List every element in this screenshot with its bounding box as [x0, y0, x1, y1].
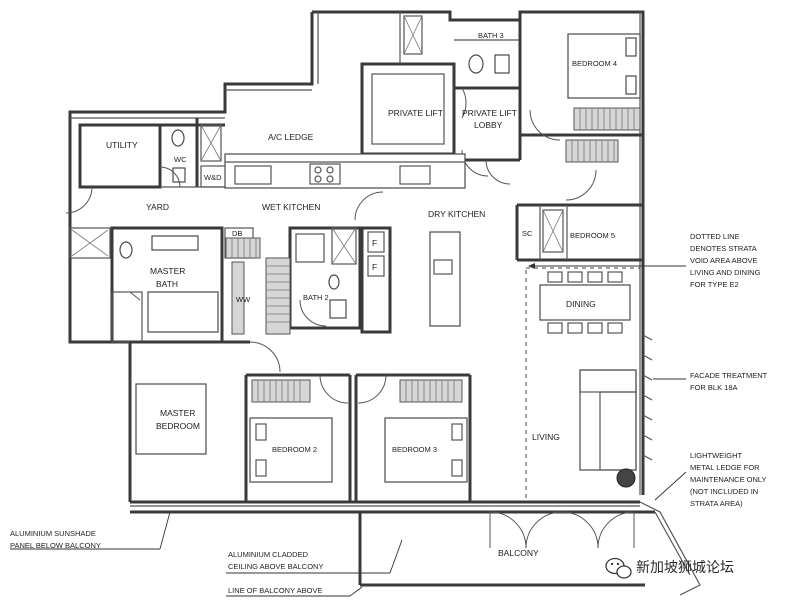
label-private-lift-lobby-1: PRIVATE LIFT [462, 108, 517, 118]
label-master-bath-1: MASTER [150, 266, 185, 276]
label-living: LIVING [532, 432, 560, 442]
label-private-lift: PRIVATE LIFT [388, 108, 443, 118]
label-yard: YARD [146, 202, 169, 212]
label-utility: UTILITY [106, 140, 138, 150]
label-bath3: BATH 3 [478, 31, 504, 40]
label-f1: F [372, 238, 377, 248]
master-bath-area [69, 226, 224, 344]
master-bedroom-area [130, 330, 281, 502]
annotation-balcony-line: LINE OF BALCONY ABOVE [226, 586, 363, 597]
label-dry-kitchen: DRY KITCHEN [428, 209, 485, 219]
annotation-dotted-line: DOTTED LINE DENOTES STRATA VOID AREA ABO… [528, 232, 761, 289]
ann-ledge-4: (NOT INCLUDED IN [690, 487, 758, 496]
label-bedroom5: BEDROOM 5 [570, 231, 615, 240]
label-wd: W&D [204, 173, 222, 182]
bedroom-5-area [515, 139, 643, 262]
label-sc: SC [522, 229, 533, 238]
annotation-facade: FACADE TREATMENT FOR BLK 18A [653, 371, 768, 392]
balcony-area [130, 501, 701, 596]
label-f2: F [372, 262, 377, 272]
utility-area [65, 118, 228, 214]
ann-facade-2: FOR BLK 18A [690, 383, 738, 392]
annotation-sunshade: ALUMINIUM SUNSHADE PANEL BELOW BALCONY [10, 511, 171, 550]
bedroom-3-area [354, 373, 472, 502]
label-wet-kitchen: WET KITCHEN [262, 202, 320, 212]
label-master-bedroom-1: MASTER [160, 408, 195, 418]
ann-ceiling-1: ALUMINIUM CLADDED [228, 550, 309, 559]
label-ww: WW [236, 295, 251, 304]
ann-dotted-5: FOR TYPE E2 [690, 280, 739, 289]
ann-dotted-4: LIVING AND DINING [690, 268, 761, 277]
watermark: 新加坡狮城论坛 [605, 557, 734, 579]
ann-sunshade-1: ALUMINIUM SUNSHADE [10, 529, 96, 538]
ann-dotted-3: VOID AREA ABOVE [690, 256, 758, 265]
ann-dotted-2: DENOTES STRATA [690, 244, 757, 253]
label-db: DB [232, 229, 242, 238]
bedroom-4-area [520, 33, 643, 141]
ann-ceiling-2: CEILING ABOVE BALCONY [228, 562, 323, 571]
ann-facade-1: FACADE TREATMENT [690, 371, 768, 380]
service-core [224, 226, 392, 335]
wet-kitchen-area [224, 153, 466, 221]
island-sink [433, 259, 453, 275]
label-private-lift-lobby-2: LOBBY [474, 120, 503, 130]
ann-ledge-2: METAL LEDGE FOR [690, 463, 760, 472]
annotation-ledge: LIGHTWEIGHT METAL LEDGE FOR MAINTENANCE … [654, 451, 767, 508]
ann-ledge-1: LIGHTWEIGHT [690, 451, 743, 460]
ann-ledge-3: MAINTENANCE ONLY [690, 475, 767, 484]
ann-sunshade-2: PANEL BELOW BALCONY [10, 541, 101, 550]
kitchen-island [429, 231, 461, 327]
label-master-bedroom-2: BEDROOM [156, 421, 200, 431]
label-bedroom4: BEDROOM 4 [572, 59, 617, 68]
label-master-bath-2: BATH [156, 279, 178, 289]
sofa [579, 369, 637, 488]
facade-fins [642, 334, 653, 461]
annotation-ceiling: ALUMINIUM CLADDED CEILING ABOVE BALCONY [226, 539, 403, 574]
label-balcony: BALCONY [498, 548, 539, 558]
label-bedroom2: BEDROOM 2 [272, 445, 317, 454]
wechat-icon [605, 557, 632, 579]
dining-table [539, 271, 631, 334]
watermark-text: 新加坡狮城论坛 [636, 560, 734, 576]
label-dining: DINING [566, 299, 596, 309]
ann-dotted-1: DOTTED LINE [690, 232, 740, 241]
bedroom-2-area [246, 373, 352, 502]
label-bath2: BATH 2 [303, 293, 329, 302]
ann-ledge-5: STRATA AREA) [690, 499, 743, 508]
ann-balcony-line: LINE OF BALCONY ABOVE [228, 586, 322, 595]
label-ac-ledge: A/C LEDGE [268, 132, 314, 142]
label-bedroom3: BEDROOM 3 [392, 445, 437, 454]
label-wc: WC [174, 155, 187, 164]
